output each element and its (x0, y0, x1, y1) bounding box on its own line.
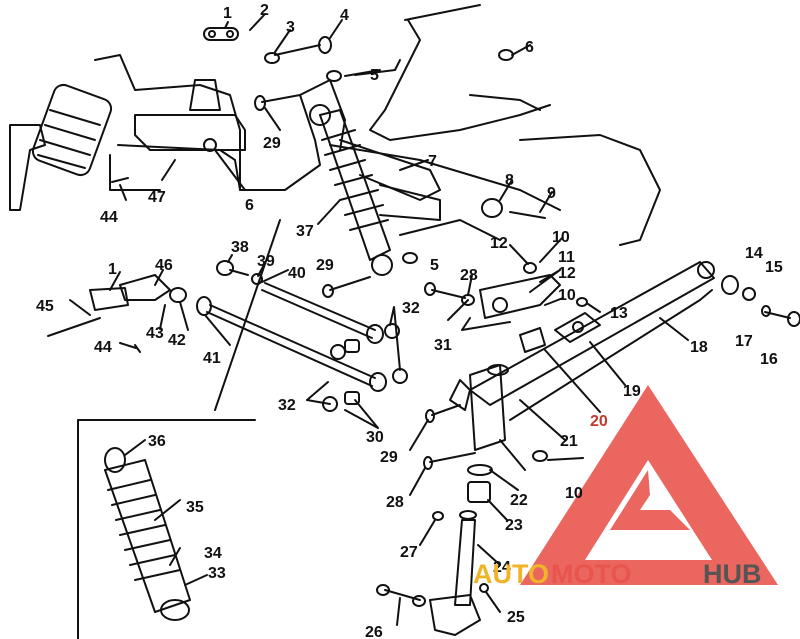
callout-c16: 16 (760, 351, 778, 368)
callout-c34: 34 (204, 545, 222, 562)
callout-c5a: 5 (370, 67, 379, 84)
callout-c18: 18 (690, 339, 708, 356)
callout-c19: 19 (623, 383, 641, 400)
callout-c10b: 10 (558, 287, 576, 304)
callout-c44b: 44 (94, 339, 112, 356)
callout-c12a: 12 (490, 235, 508, 252)
callout-c39: 39 (257, 253, 275, 270)
callout-c4: 4 (340, 7, 349, 24)
watermark-text-moto: MOTO (551, 559, 632, 589)
watermark-text-auto: AUTO (473, 559, 549, 589)
callout-c43: 43 (146, 325, 164, 342)
callout-c31: 31 (434, 337, 452, 354)
callout-c8: 8 (505, 172, 514, 189)
callout-c23: 23 (505, 517, 523, 534)
callout-c10c: 10 (565, 485, 583, 502)
callout-c1a: 1 (223, 5, 232, 22)
callout-c26: 26 (365, 624, 383, 639)
callout-c45: 45 (36, 298, 54, 315)
watermark-text-hub: HUB (703, 559, 762, 589)
callout-c29c: 29 (380, 449, 398, 466)
watermark-logo (520, 385, 778, 585)
callout-c33: 33 (208, 565, 226, 582)
callout-c40: 40 (288, 265, 306, 282)
callout-c17: 17 (735, 333, 753, 350)
callout-c15: 15 (765, 259, 783, 276)
callout-c32a: 32 (278, 397, 296, 414)
callout-c47: 47 (148, 189, 166, 206)
callout-c44a: 44 (100, 209, 118, 226)
callout-c35: 35 (186, 499, 204, 516)
callout-c29a: 29 (263, 135, 281, 152)
callout-c6a: 6 (525, 39, 534, 56)
callout-c12b: 12 (558, 265, 576, 282)
callout-c30: 30 (366, 429, 384, 446)
callout-c10a: 10 (552, 229, 570, 246)
callout-c13: 13 (610, 305, 628, 322)
callout-c6b: 6 (245, 197, 254, 214)
callout-c46: 46 (155, 257, 173, 274)
callout-c2: 2 (260, 2, 269, 19)
callout-c14: 14 (745, 245, 763, 262)
callout-c20: 20 (590, 413, 608, 430)
callout-c25: 25 (507, 609, 525, 626)
callout-c9: 9 (547, 185, 556, 202)
callout-c22: 22 (510, 492, 528, 509)
callout-c7: 7 (428, 153, 437, 170)
callout-c21: 21 (560, 433, 578, 450)
callout-c24: 24 (493, 559, 511, 576)
callout-c28b: 28 (460, 267, 478, 284)
callout-c27: 27 (400, 544, 418, 561)
callout-c29b: 29 (316, 257, 334, 274)
callout-c1b: 1 (108, 261, 117, 278)
callout-c5b: 5 (430, 257, 439, 274)
callout-c42: 42 (168, 332, 186, 349)
callout-c37: 37 (296, 223, 314, 240)
callout-c28a: 28 (386, 494, 404, 511)
callout-c36: 36 (148, 433, 166, 450)
callout-c11: 11 (558, 249, 575, 266)
callout-c41: 41 (203, 350, 221, 367)
callout-c3: 3 (286, 19, 295, 36)
callout-c32b: 32 (402, 300, 420, 317)
callout-c38: 38 (231, 239, 249, 256)
